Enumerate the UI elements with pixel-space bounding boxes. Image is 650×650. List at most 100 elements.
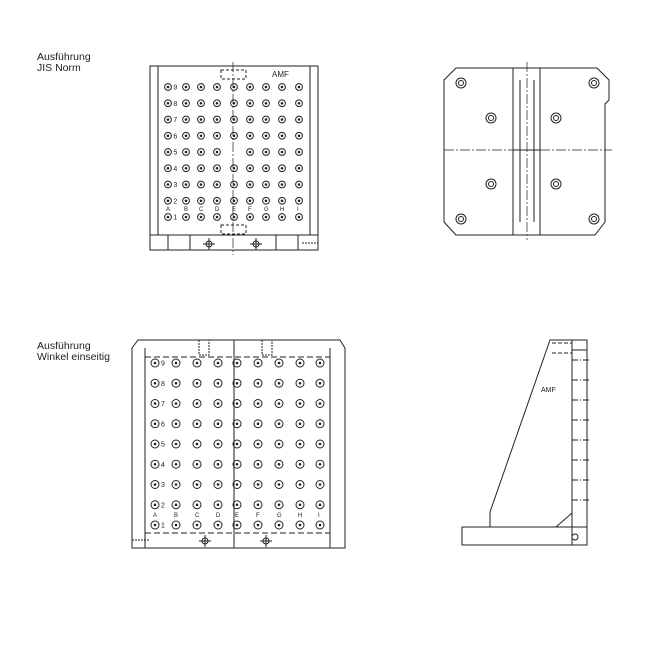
hole xyxy=(274,500,284,510)
hole xyxy=(192,500,202,510)
hole-center xyxy=(195,483,199,486)
row-number: 3 xyxy=(161,482,165,489)
hole-center xyxy=(184,150,188,154)
row-number: 9 xyxy=(173,85,177,92)
hole xyxy=(213,115,221,124)
hole xyxy=(213,378,223,388)
hole-center xyxy=(280,199,284,203)
column-letter: H xyxy=(280,207,284,213)
row-number: 9 xyxy=(161,361,165,368)
hole-center xyxy=(216,361,220,365)
hole-center xyxy=(235,361,239,365)
hole xyxy=(246,164,254,173)
hole xyxy=(315,399,325,408)
row-number: 6 xyxy=(161,421,165,428)
hole xyxy=(232,358,242,368)
hole-center xyxy=(184,199,188,203)
hole-center xyxy=(216,442,220,446)
hole-center xyxy=(153,523,157,527)
hole xyxy=(171,419,181,429)
hole-center xyxy=(216,523,220,527)
hole-center xyxy=(232,183,236,186)
hole xyxy=(182,196,190,205)
hole-center xyxy=(298,422,302,426)
hole-center xyxy=(166,101,170,105)
hole-center xyxy=(318,442,322,446)
bolt-icon xyxy=(550,112,562,124)
hole xyxy=(232,399,242,408)
hole xyxy=(253,480,263,489)
hole xyxy=(150,439,160,449)
hole-center xyxy=(184,134,188,138)
hole-center xyxy=(280,101,284,105)
hole-center xyxy=(318,422,322,426)
row-number: 5 xyxy=(173,150,177,157)
hole xyxy=(164,213,172,221)
hole-center xyxy=(166,199,170,203)
bolt-icon xyxy=(455,77,467,89)
hole-center xyxy=(215,134,219,138)
hole-center xyxy=(248,150,252,154)
hole xyxy=(253,500,263,510)
bolt-inner xyxy=(488,115,494,121)
hole xyxy=(171,520,181,530)
column-letter: G xyxy=(264,207,269,213)
hole xyxy=(164,180,172,189)
hole xyxy=(150,520,160,530)
hole-center xyxy=(277,381,281,385)
hole xyxy=(192,358,202,368)
label-line: Ausführung xyxy=(37,340,91,352)
hole xyxy=(230,115,238,124)
hole xyxy=(274,480,284,489)
bolt-inner xyxy=(458,80,464,86)
hole xyxy=(150,399,160,408)
hole xyxy=(274,399,284,408)
hole xyxy=(213,213,221,221)
hole-center xyxy=(153,462,157,466)
column-letter: I xyxy=(297,207,299,213)
hole xyxy=(246,83,254,91)
hole-center xyxy=(235,422,239,426)
hole xyxy=(150,419,160,429)
hole xyxy=(246,180,254,189)
hole-center xyxy=(297,134,301,138)
hole xyxy=(192,399,202,408)
hole-center xyxy=(184,183,188,186)
hole-center xyxy=(184,166,188,170)
hole-center xyxy=(280,166,284,170)
hole-center xyxy=(280,118,284,121)
hole xyxy=(171,399,181,408)
hole-center xyxy=(298,483,302,486)
hole xyxy=(232,459,242,469)
hole-center xyxy=(277,483,281,486)
hole-center xyxy=(166,134,170,138)
hole-center xyxy=(174,422,178,426)
row-number: 8 xyxy=(173,101,177,108)
hole xyxy=(253,358,263,368)
hole xyxy=(315,459,325,469)
hole xyxy=(274,358,284,368)
hole-center xyxy=(256,381,260,385)
hole xyxy=(182,213,190,221)
hole xyxy=(192,419,202,429)
hole xyxy=(150,459,160,469)
label-line: Ausführung xyxy=(37,51,91,63)
hole-center xyxy=(298,503,302,507)
hole-center xyxy=(235,442,239,446)
hole-center xyxy=(215,199,219,203)
hole xyxy=(164,164,172,173)
bolt-icon xyxy=(588,213,600,225)
hole-center xyxy=(280,150,284,154)
hole xyxy=(150,378,160,388)
hole xyxy=(192,378,202,388)
hole-center xyxy=(264,199,268,203)
hole-center xyxy=(153,503,157,507)
bolt-icon xyxy=(588,77,600,89)
hole xyxy=(278,131,286,140)
hole-center xyxy=(153,422,157,426)
hole xyxy=(295,196,303,205)
hole-center xyxy=(216,462,220,466)
hole xyxy=(197,115,205,124)
